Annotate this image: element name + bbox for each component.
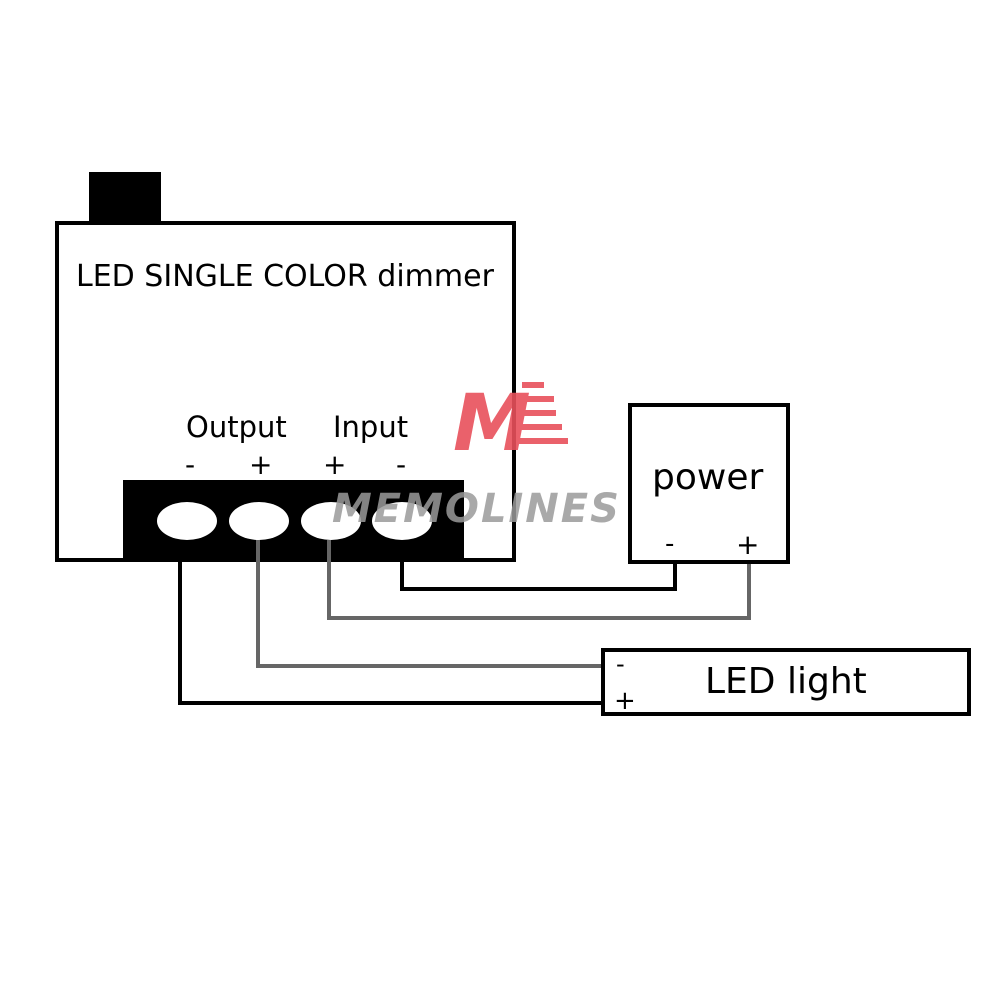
power-label: power bbox=[652, 457, 763, 498]
wire-output-plus-to-led-minus bbox=[256, 540, 602, 668]
led-minus-label: - bbox=[616, 650, 625, 678]
led-light-box bbox=[601, 648, 971, 716]
logo-speed-line bbox=[512, 424, 562, 430]
output-label: Output bbox=[186, 410, 287, 444]
wire-input-plus-to-power-plus bbox=[327, 540, 751, 620]
dimmer-title: LED SINGLE COLOR dimmer bbox=[76, 259, 495, 294]
led-plus-label: + bbox=[614, 686, 636, 716]
input-label: Input bbox=[333, 410, 408, 444]
wire-input-minus-to-power-minus bbox=[400, 540, 677, 591]
terminal-output-minus bbox=[157, 502, 217, 540]
watermark-logo: M bbox=[453, 379, 568, 469]
logo-speed-line bbox=[516, 410, 556, 416]
logo-speed-line bbox=[522, 382, 544, 388]
terminal-input-plus bbox=[301, 502, 361, 540]
terminal-label-output-minus: - bbox=[185, 448, 195, 481]
led-light-label: LED light bbox=[705, 661, 867, 702]
logo-speed-line bbox=[508, 438, 568, 444]
power-minus-label: - bbox=[665, 529, 674, 559]
watermark-text: MEMOLINES bbox=[332, 486, 621, 532]
terminal-label-input-plus: + bbox=[323, 448, 346, 481]
terminal-input-minus bbox=[372, 502, 432, 540]
terminal-output-plus bbox=[229, 502, 289, 540]
power-box bbox=[628, 403, 790, 564]
logo-speed-line bbox=[520, 396, 554, 402]
power-plus-label: + bbox=[736, 528, 759, 561]
terminal-label-input-minus: - bbox=[396, 448, 406, 481]
dimmer-knob bbox=[89, 172, 161, 224]
terminal-label-output-plus: + bbox=[249, 448, 272, 481]
wire-output-minus-to-led-plus bbox=[178, 562, 602, 705]
